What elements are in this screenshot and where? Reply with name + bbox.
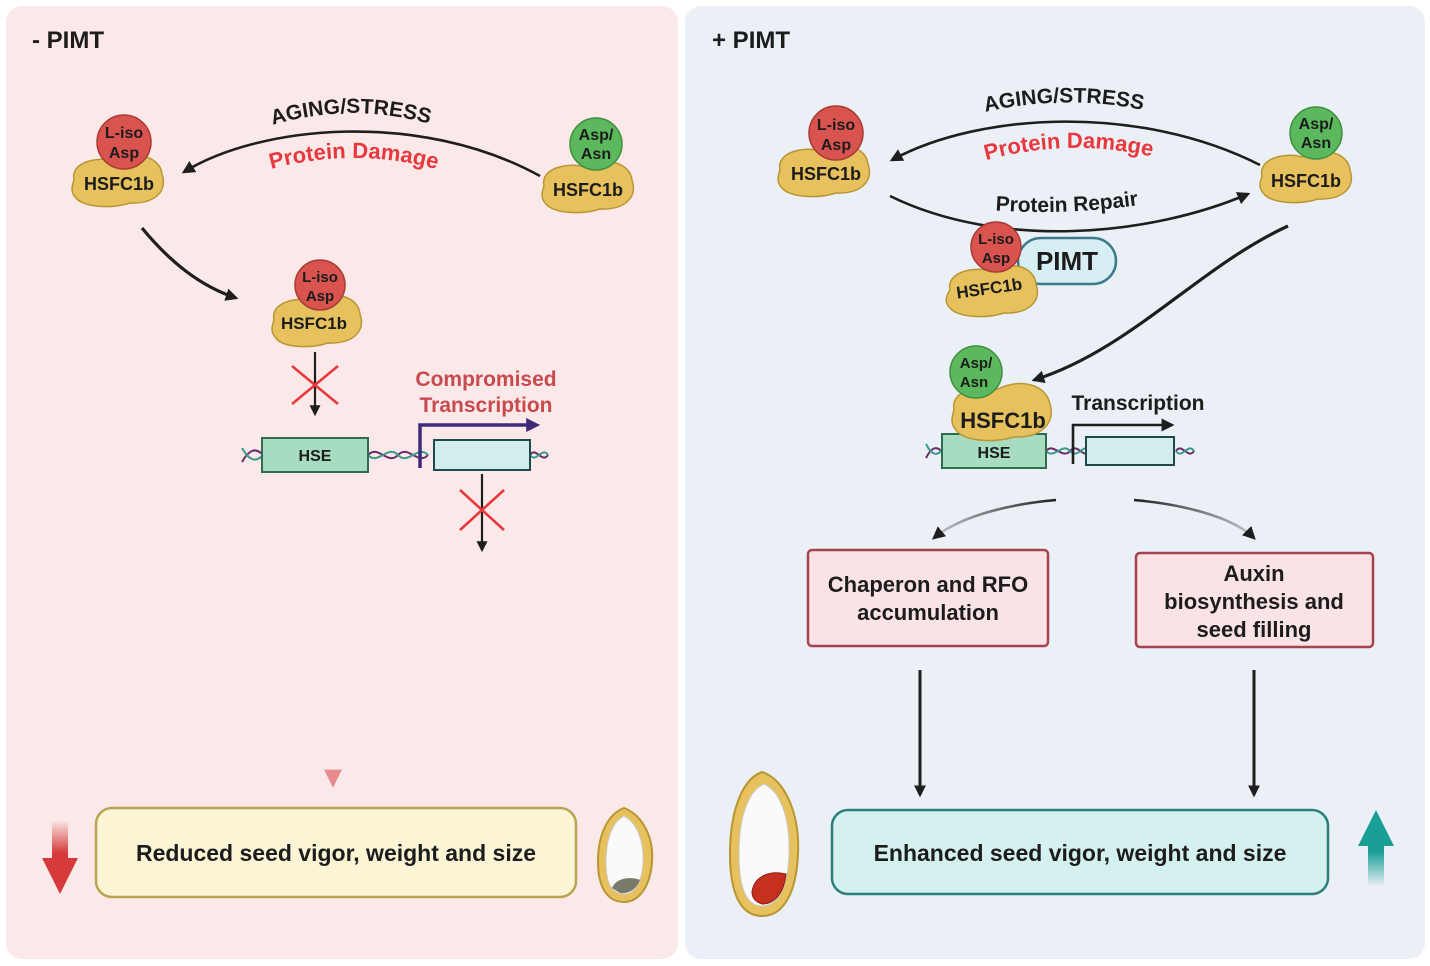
left-panel-background <box>6 6 678 959</box>
left-outcome-box <box>94 806 578 899</box>
svg-text:HSFC1b: HSFC1b <box>960 408 1046 433</box>
svg-text:Asn: Asn <box>1301 135 1331 152</box>
effect-auxin-line3: seed filling <box>1197 617 1312 642</box>
svg-text:Asp/: Asp/ <box>1299 116 1334 133</box>
svg-text:Asp: Asp <box>982 250 1010 267</box>
right-damage-arrow <box>889 120 1261 167</box>
svg-text:L-iso: L-iso <box>302 269 338 286</box>
left-hse-box <box>261 437 369 473</box>
damaged-residue-icon <box>294 259 346 311</box>
right-pimt-complex: PIMT L-iso Asp HSFC1b <box>945 221 1118 318</box>
right-panel-background <box>685 6 1425 959</box>
svg-text:Asp: Asp <box>109 145 139 162</box>
svg-text:HSFC1b: HSFC1b <box>791 164 861 184</box>
effect-chaperon-box <box>806 548 1050 648</box>
svg-text:HSFC1b: HSFC1b <box>1271 171 1341 191</box>
left-promoter-arrow <box>418 418 541 468</box>
right-outcome-text: Enhanced seed vigor, weight and size <box>874 840 1287 866</box>
left-output-x-icon <box>459 489 505 531</box>
left-hse-label: HSE <box>299 448 332 465</box>
native-residue-icon <box>569 117 623 171</box>
right-panel-title: + PIMT <box>712 27 790 54</box>
left-block-x-icon <box>291 364 339 406</box>
svg-text:Asn: Asn <box>960 374 988 391</box>
svg-text:Asp/: Asp/ <box>960 355 993 372</box>
left-binding-arrow <box>140 226 239 301</box>
right-branch-arrow-right <box>1133 498 1256 540</box>
up-arrow-icon <box>1358 810 1394 886</box>
effect-auxin-box <box>1134 551 1375 649</box>
right-binding-arrow <box>1031 224 1289 384</box>
svg-text:L-iso: L-iso <box>105 125 143 142</box>
left-outcome-text: Reduced seed vigor, weight and size <box>136 840 536 866</box>
svg-text:HSFC1b: HSFC1b <box>84 174 154 194</box>
down-arrow-icon <box>42 820 78 894</box>
right-hse-label: HSE <box>978 445 1011 462</box>
effect-auxin-line1: Auxin <box>1223 561 1284 586</box>
right-gene-box <box>1085 436 1175 466</box>
left-bound-protein: L-iso Asp HSFC1b <box>271 259 363 348</box>
svg-text:Asn: Asn <box>581 146 611 163</box>
left-gene-box <box>433 439 531 471</box>
left-panel-title: - PIMT <box>32 27 104 54</box>
svg-text:PIMT: PIMT <box>1036 246 1098 276</box>
right-promoter-arrow <box>1071 418 1175 464</box>
svg-text:L-iso: L-iso <box>978 231 1014 248</box>
right-outcome-box <box>830 808 1330 896</box>
large-seed-icon <box>728 770 800 918</box>
protein-blob <box>541 160 635 214</box>
protein-blob <box>1259 150 1353 204</box>
damaged-residue-icon <box>96 114 152 170</box>
right-repair-arrow <box>889 192 1251 233</box>
svg-text:Asp: Asp <box>306 288 334 305</box>
left-damaged-protein: L-iso Asp HSFC1b <box>71 114 165 208</box>
right-native-protein: Asp/ Asn HSFC1b <box>1259 106 1353 204</box>
left-damage-arrow <box>181 130 541 178</box>
right-bound-protein: Asp/ Asn HSFC1b <box>949 345 1052 442</box>
small-seed-icon <box>596 806 654 904</box>
left-compromised-label-line2: Transcription <box>419 394 552 417</box>
pimt-enzyme <box>1016 236 1118 286</box>
right-transcription-label: Transcription <box>1071 392 1204 415</box>
svg-text:Asp/: Asp/ <box>579 127 614 144</box>
effect-chaperon-line1: Chaperon and RFO <box>828 572 1028 597</box>
right-dna-strand <box>925 443 1195 459</box>
left-compromised-label-line1: Compromised <box>415 368 556 391</box>
native-residue-icon <box>949 345 1003 399</box>
damaged-residue-icon <box>970 221 1022 273</box>
svg-text:HSFC1b: HSFC1b <box>553 180 623 200</box>
damaged-residue-icon <box>808 105 864 161</box>
right-branch-arrow-left <box>932 498 1057 540</box>
effect-auxin-line2: biosynthesis and <box>1164 589 1344 614</box>
right-damaged-protein: L-iso Asp HSFC1b <box>777 105 871 198</box>
effect-chaperon-line2: accumulation <box>857 600 999 625</box>
svg-text:HSFC1b: HSFC1b <box>281 314 347 333</box>
native-residue-icon <box>1289 106 1343 160</box>
svg-text:Asp: Asp <box>821 137 851 154</box>
svg-text:L-iso: L-iso <box>817 117 855 134</box>
left-native-protein: Asp/ Asn HSFC1b <box>541 117 635 214</box>
